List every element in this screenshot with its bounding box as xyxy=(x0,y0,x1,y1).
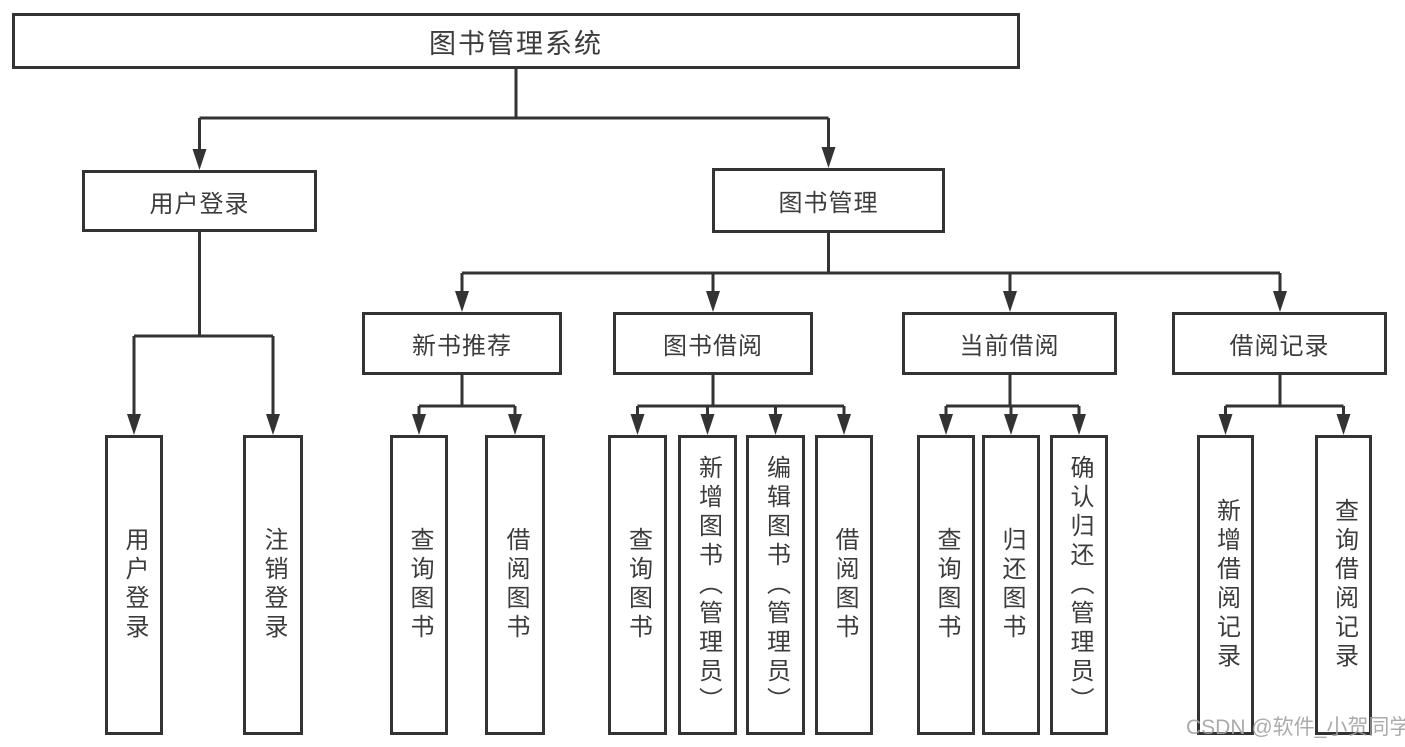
node-current-borrow: 当前借阅 xyxy=(902,312,1117,375)
node-label: 查询图书 xyxy=(624,527,652,643)
node-label: 注销登录 xyxy=(260,527,287,643)
node-label: 借阅记录 xyxy=(1229,333,1330,360)
node-label: 用户登录 xyxy=(149,190,250,218)
node-borrow-records: 借阅记录 xyxy=(1172,312,1387,375)
node-book-management: 图书管理 xyxy=(712,168,945,233)
node-label: 借阅图书 xyxy=(831,527,858,643)
node-label: 确认归还（管理员） xyxy=(1066,454,1093,716)
csdn-watermark: CSDN @软件_小贺同学 xyxy=(1186,716,1405,739)
node-label: 查询借阅记录 xyxy=(1330,498,1358,672)
arrowheads xyxy=(127,147,1351,435)
leaf-logout-login: 注销登录 xyxy=(243,435,303,735)
node-user-login: 用户登录 xyxy=(82,170,317,232)
node-label: 图书借阅 xyxy=(663,333,763,360)
leaf-query-books-recommend: 查询图书 xyxy=(390,435,448,735)
node-label: 用户登录 xyxy=(121,527,148,643)
node-library-management-system: 图书管理系统 xyxy=(12,13,1020,69)
leaf-borrow-books: 借阅图书 xyxy=(815,435,873,735)
node-label: 图书管理 xyxy=(778,190,879,217)
leaf-query-borrow-record: 查询借阅记录 xyxy=(1315,435,1372,735)
node-label: 图书管理系统 xyxy=(429,28,603,59)
node-label: 查询图书 xyxy=(933,527,960,643)
node-label: 查询图书 xyxy=(406,527,433,643)
leaf-add-borrow-record: 新增借阅记录 xyxy=(1197,435,1254,735)
leaf-query-books-current: 查询图书 xyxy=(917,435,975,735)
node-new-book-recommend: 新书推荐 xyxy=(362,312,562,375)
node-label: 新书推荐 xyxy=(412,333,512,360)
node-book-borrow: 图书借阅 xyxy=(613,312,813,375)
leaf-edit-book-admin: 编辑图书（管理员） xyxy=(746,435,805,735)
leaf-borrow-books-recommend: 借阅图书 xyxy=(485,435,545,735)
node-label: 归还图书 xyxy=(998,527,1025,643)
leaf-return-books: 归还图书 xyxy=(982,435,1040,735)
node-label: 编辑图书（管理员） xyxy=(762,454,790,716)
leaf-user-login: 用户登录 xyxy=(105,435,163,735)
leaf-confirm-return-admin: 确认归还（管理员） xyxy=(1050,435,1108,735)
node-label: 借阅图书 xyxy=(502,527,529,643)
node-label: 新增借阅记录 xyxy=(1212,498,1240,672)
node-label: 当前借阅 xyxy=(959,333,1060,360)
leaf-add-book-admin: 新增图书（管理员） xyxy=(678,435,737,735)
node-label: 新增图书（管理员） xyxy=(694,454,722,716)
leaf-query-books-borrow: 查询图书 xyxy=(608,435,667,735)
